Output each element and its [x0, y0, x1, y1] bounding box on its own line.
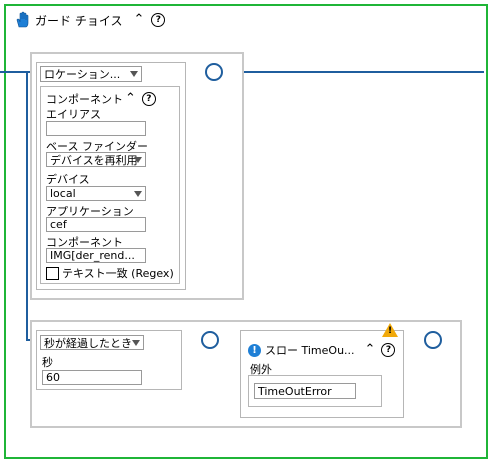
seconds-input[interactable]: 60 [42, 370, 142, 385]
throw-collapse-chevron-icon[interactable]: ⌃ [364, 342, 376, 357]
regex-label: テキスト一致 (Regex) [62, 267, 174, 280]
help-icon[interactable]: ? [151, 13, 166, 27]
throw-help-icon[interactable]: ? [381, 343, 396, 357]
throw-panel-title: スロー TimeOu... [265, 344, 355, 357]
device-label: デバイス [46, 173, 90, 186]
component-label: コンポーネント [46, 236, 123, 249]
dropdown-arrow-icon [134, 156, 142, 163]
timeout-output-node[interactable] [201, 331, 219, 349]
timeout-type-select-value: 秒が経過したとき [44, 336, 132, 350]
component-panel-title: コンポーネント [46, 93, 123, 106]
dropdown-arrow-icon [130, 71, 138, 77]
component-input[interactable]: IMG[der_rend... [46, 248, 146, 263]
regex-checkbox[interactable] [46, 266, 59, 280]
base-finder-select-value: デバイスを再利用 [50, 153, 138, 167]
device-select[interactable]: local [46, 186, 146, 201]
component-collapse-chevron-icon[interactable]: ⌃ [125, 91, 136, 106]
guard-choice-title: ガード チョイス [35, 13, 123, 28]
component-help-icon[interactable]: ? [141, 92, 156, 106]
alias-input[interactable] [46, 121, 146, 136]
exception-input[interactable]: TimeOutError [254, 383, 356, 399]
throw-panel-header: ! スロー TimeOu... ⌃ ? [248, 342, 396, 358]
base-finder-label: ベース ファインダー [46, 140, 148, 153]
location-type-select-value: ロケーション... [44, 68, 121, 81]
guard-choice-frame [4, 4, 488, 459]
warning-mark: ! [388, 326, 393, 336]
exception-label: 例外 [250, 363, 272, 376]
application-input[interactable]: cef [46, 217, 146, 232]
hand-icon [16, 11, 29, 28]
dropdown-arrow-icon [132, 339, 140, 346]
application-label: アプリケーション [46, 205, 134, 218]
info-icon: ! [248, 343, 261, 357]
regex-option: テキスト一致 (Regex) [46, 265, 174, 281]
device-select-value: local [50, 187, 76, 200]
flow-wire-top-right [222, 71, 484, 73]
location-output-node[interactable] [205, 63, 223, 81]
warning-icon [382, 323, 398, 337]
seconds-label: 秒 [42, 356, 53, 369]
alias-label: エイリアス [46, 108, 101, 121]
location-type-select[interactable]: ロケーション... [40, 66, 142, 82]
flow-wire-branch-vertical [26, 71, 28, 341]
dropdown-arrow-icon [134, 190, 142, 197]
throw-output-node[interactable] [424, 331, 442, 349]
base-finder-select[interactable]: デバイスを再利用 [46, 152, 146, 167]
timeout-type-select[interactable]: 秒が経過したとき [40, 335, 144, 350]
component-panel-header: コンポーネント ⌃ ? [46, 91, 156, 107]
guard-choice-header: ガード チョイス ⌃ ? [14, 10, 166, 30]
collapse-chevron-icon[interactable]: ⌃ [133, 12, 145, 27]
